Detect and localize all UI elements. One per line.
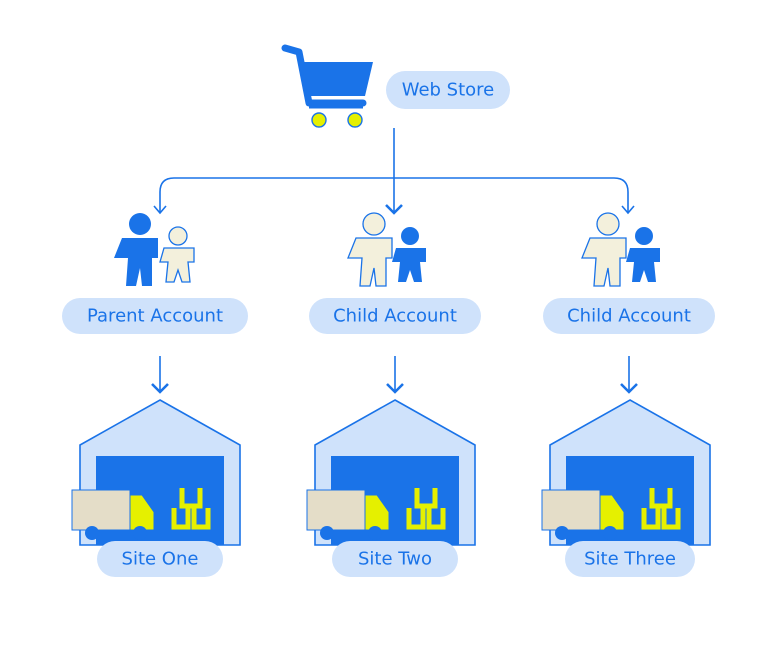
web-store-label: Web Store	[402, 80, 495, 101]
people-icon-child-1	[347, 212, 426, 287]
site-label: Site One	[122, 549, 199, 570]
arrowhead-right	[621, 205, 635, 215]
account-label: Parent Account	[87, 306, 223, 327]
account-pill-parent: Parent Account	[62, 298, 248, 334]
arrowhead-left	[153, 205, 167, 215]
people-icon-child-2	[581, 212, 660, 287]
shopping-cart-icon	[281, 44, 373, 128]
account-label: Child Account	[567, 306, 691, 327]
warehouse-icon-site-1	[72, 400, 240, 545]
warehouse-icon-site-2	[307, 400, 475, 545]
web-store-pill: Web Store	[386, 71, 510, 109]
site-label: Site Two	[358, 549, 432, 570]
account-pill-child-1: Child Account	[309, 298, 481, 334]
site-label: Site Three	[584, 549, 676, 570]
site-pill-2: Site Two	[332, 541, 458, 577]
site-pill-3: Site Three	[565, 541, 695, 577]
account-label: Child Account	[333, 306, 457, 327]
connector-branch	[159, 177, 629, 213]
people-icon-parent	[114, 213, 195, 286]
site-pill-1: Site One	[97, 541, 223, 577]
account-pill-child-2: Child Account	[543, 298, 715, 334]
warehouse-icon-site-3	[542, 400, 710, 545]
